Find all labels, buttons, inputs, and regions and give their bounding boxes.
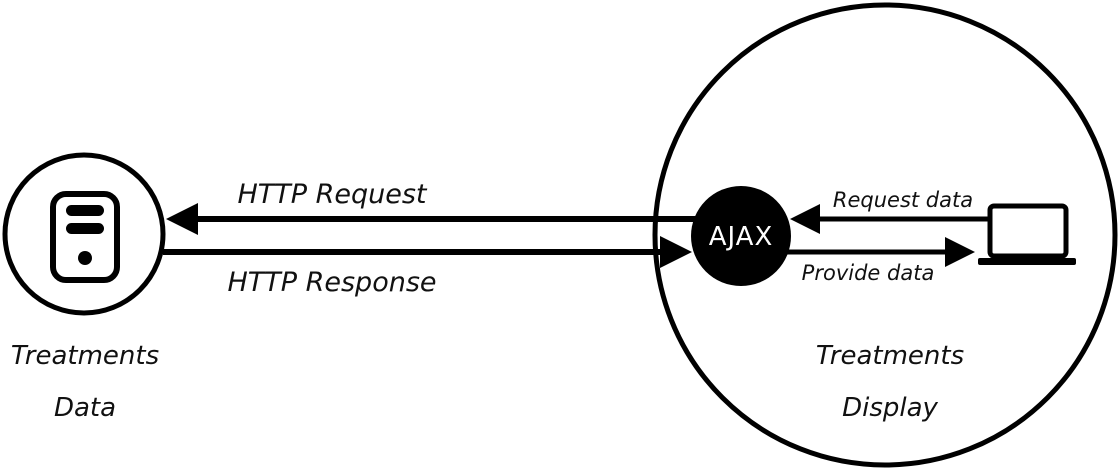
http-response-arrow: [163, 236, 692, 268]
treatments-display-circle: [652, 2, 1118, 468]
treatments-display-label-line2: Display: [842, 393, 938, 423]
http-request-label: HTTP Request: [237, 179, 427, 210]
ajax-label: AJAX: [709, 222, 774, 252]
provide-data-arrow: [782, 237, 975, 267]
treatments-data-node: [2, 152, 166, 316]
ajax-node: AJAX: [691, 186, 791, 286]
request-data-label: Request data: [833, 188, 973, 212]
server-icon: [50, 191, 120, 283]
ajax-circle: [691, 186, 791, 286]
treatments-display-label-line1: Treatments: [816, 341, 964, 371]
provide-data-label: Provide data: [802, 261, 935, 285]
treatments-data-label-line2: Data: [54, 393, 116, 423]
request-data-arrow: [790, 204, 988, 234]
treatments-data-label-line1: Treatments: [11, 341, 159, 371]
http-response-label: HTTP Response: [227, 267, 436, 298]
http-request-arrow: [166, 203, 700, 235]
laptop-icon: [978, 203, 1076, 265]
